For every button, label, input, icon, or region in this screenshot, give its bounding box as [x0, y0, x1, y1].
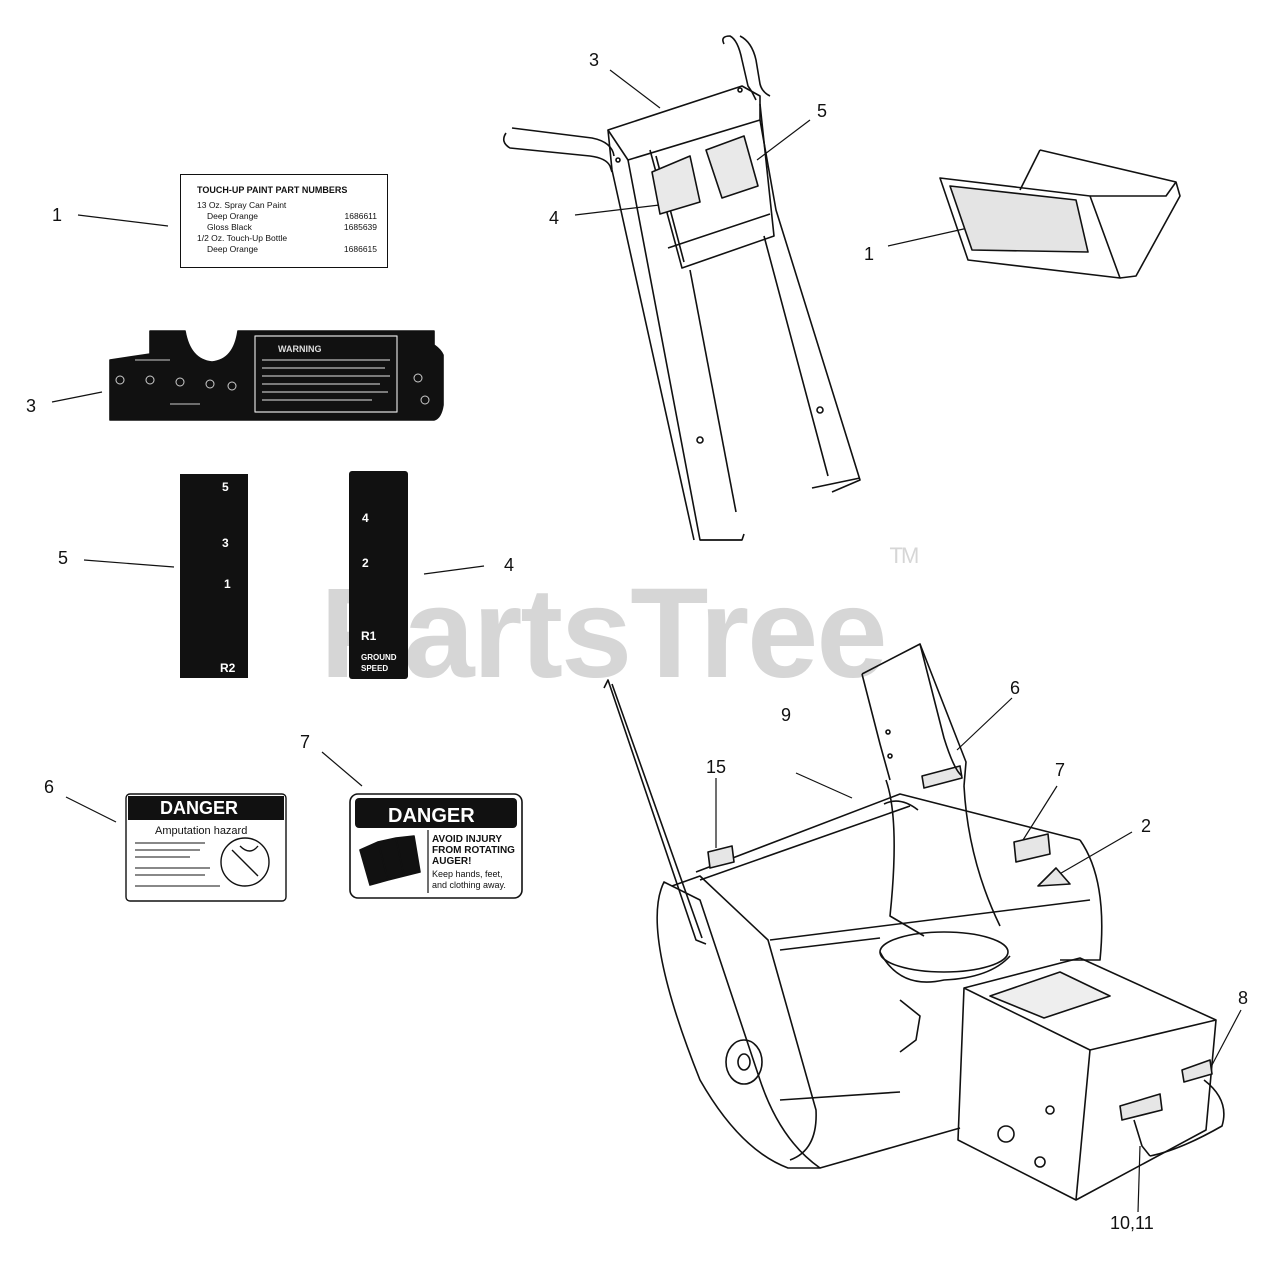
speed-decal-odd: 5 3 1 R2 [180, 474, 248, 678]
callout-6-left: 6 [44, 777, 55, 797]
paint-deep-orange-1: Deep Orange [207, 211, 259, 221]
bracket-plate [939, 149, 1181, 279]
paint-deep-orange-2-num: 1686615 [343, 244, 377, 254]
danger-right-header: DANGER [388, 805, 475, 827]
handle-assembly [502, 35, 861, 541]
paint-deep-orange-2: Deep Orange [207, 244, 259, 254]
callout-4-top: 4 [549, 208, 560, 228]
callout-1-right: 1 [864, 244, 875, 264]
danger-right-line3: AUGER! [432, 856, 471, 867]
warning-header: WARNING [278, 344, 322, 354]
paint-gloss-black-num: 1685639 [343, 222, 377, 232]
speed-r1: R1 [361, 629, 377, 643]
callout-4-left: 4 [504, 555, 515, 575]
callout-3-top: 3 [589, 50, 600, 70]
paint-deep-orange-1-num: 1686611 [344, 211, 377, 221]
paint-gloss-black: Gloss Black [207, 222, 252, 232]
touch-up-paint-decal: TOUCH-UP PAINT PART NUMBERS 13 Oz. Spray… [180, 174, 388, 268]
speed-1: 1 [224, 577, 231, 591]
paint-label-line1: 13 Oz. Spray Can Paint [197, 200, 287, 210]
danger-decal-auger: DANGER AVOID INJURY FROM ROTATING AUGER!… [349, 793, 523, 899]
callout-2: 2 [1141, 816, 1152, 836]
danger-right-line5: and clothing away. [432, 880, 506, 890]
parts-tree-watermark: PartsTreeTM [320, 543, 919, 705]
speed-decal-even: 4 2 R1 GROUND SPEED [349, 471, 408, 679]
callout-8: 8 [1238, 988, 1249, 1008]
control-panel-decal: WARNING [109, 330, 444, 421]
danger-right-line1: AVOID INJURY [432, 834, 502, 845]
ground-label: GROUND [361, 653, 397, 662]
snow-blower-housing [603, 643, 1225, 1201]
callout-5-left: 5 [58, 548, 69, 568]
callout-1-left: 1 [52, 205, 63, 225]
callout-7-right: 7 [1055, 760, 1066, 780]
speed-label: SPEED [361, 664, 389, 673]
callout-9: 9 [781, 705, 792, 725]
speed-3: 3 [222, 536, 229, 550]
callout-10-11: 10,11 [1110, 1213, 1154, 1233]
danger-right-line2: FROM ROTATING [432, 845, 515, 856]
danger-left-subtitle: Amputation hazard [155, 825, 247, 837]
danger-left-header: DANGER [160, 798, 238, 818]
speed-5: 5 [222, 480, 229, 494]
callout-7-left: 7 [300, 732, 311, 752]
callout-6-right: 6 [1010, 678, 1021, 698]
callout-3-left: 3 [26, 396, 37, 416]
paint-label-title: TOUCH-UP PAINT PART NUMBERS [197, 185, 348, 195]
speed-r2: R2 [220, 661, 236, 675]
danger-right-line4: Keep hands, feet, [432, 869, 503, 879]
danger-decal-amputation: DANGER Amputation hazard [125, 793, 287, 902]
speed-2: 2 [362, 556, 369, 570]
callout-5-top: 5 [817, 101, 828, 121]
speed-4: 4 [362, 511, 369, 525]
callout-15: 15 [706, 757, 727, 777]
paint-label-line2: 1/2 Oz. Touch-Up Bottle [197, 233, 288, 243]
